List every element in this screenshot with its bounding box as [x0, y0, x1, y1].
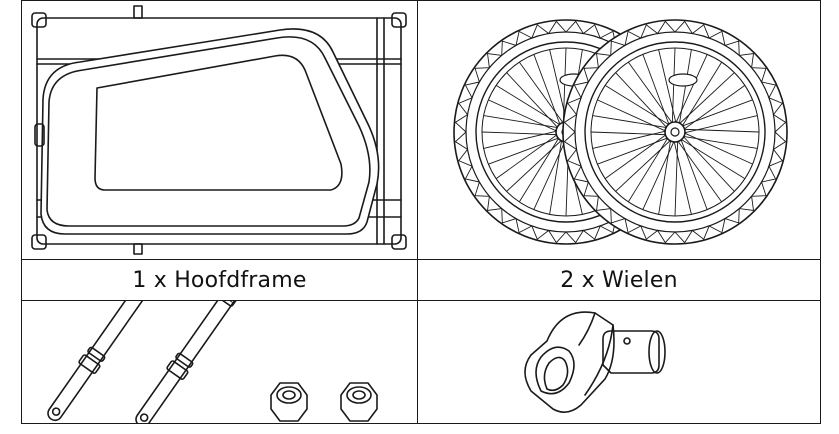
wheels-label: 2 x Wielen — [417, 259, 821, 301]
parts-list-sheet: 1 x Hoofdframe 2 x Wielen — [21, 0, 821, 434]
main-frame-cell — [21, 0, 418, 260]
main-frame-icon — [30, 5, 407, 255]
axles-cell — [21, 300, 418, 424]
axles-and-nuts-icon — [46, 301, 378, 423]
wheels-icon — [453, 19, 788, 245]
parts-table: 1 x Hoofdframe 2 x Wielen — [21, 0, 821, 424]
main-frame-label: 1 x Hoofdframe — [21, 259, 418, 301]
wheels-cell — [417, 0, 821, 260]
wheel-right-icon — [562, 19, 788, 245]
bracket-connector-icon — [524, 311, 666, 413]
bracket-cell — [417, 300, 821, 424]
